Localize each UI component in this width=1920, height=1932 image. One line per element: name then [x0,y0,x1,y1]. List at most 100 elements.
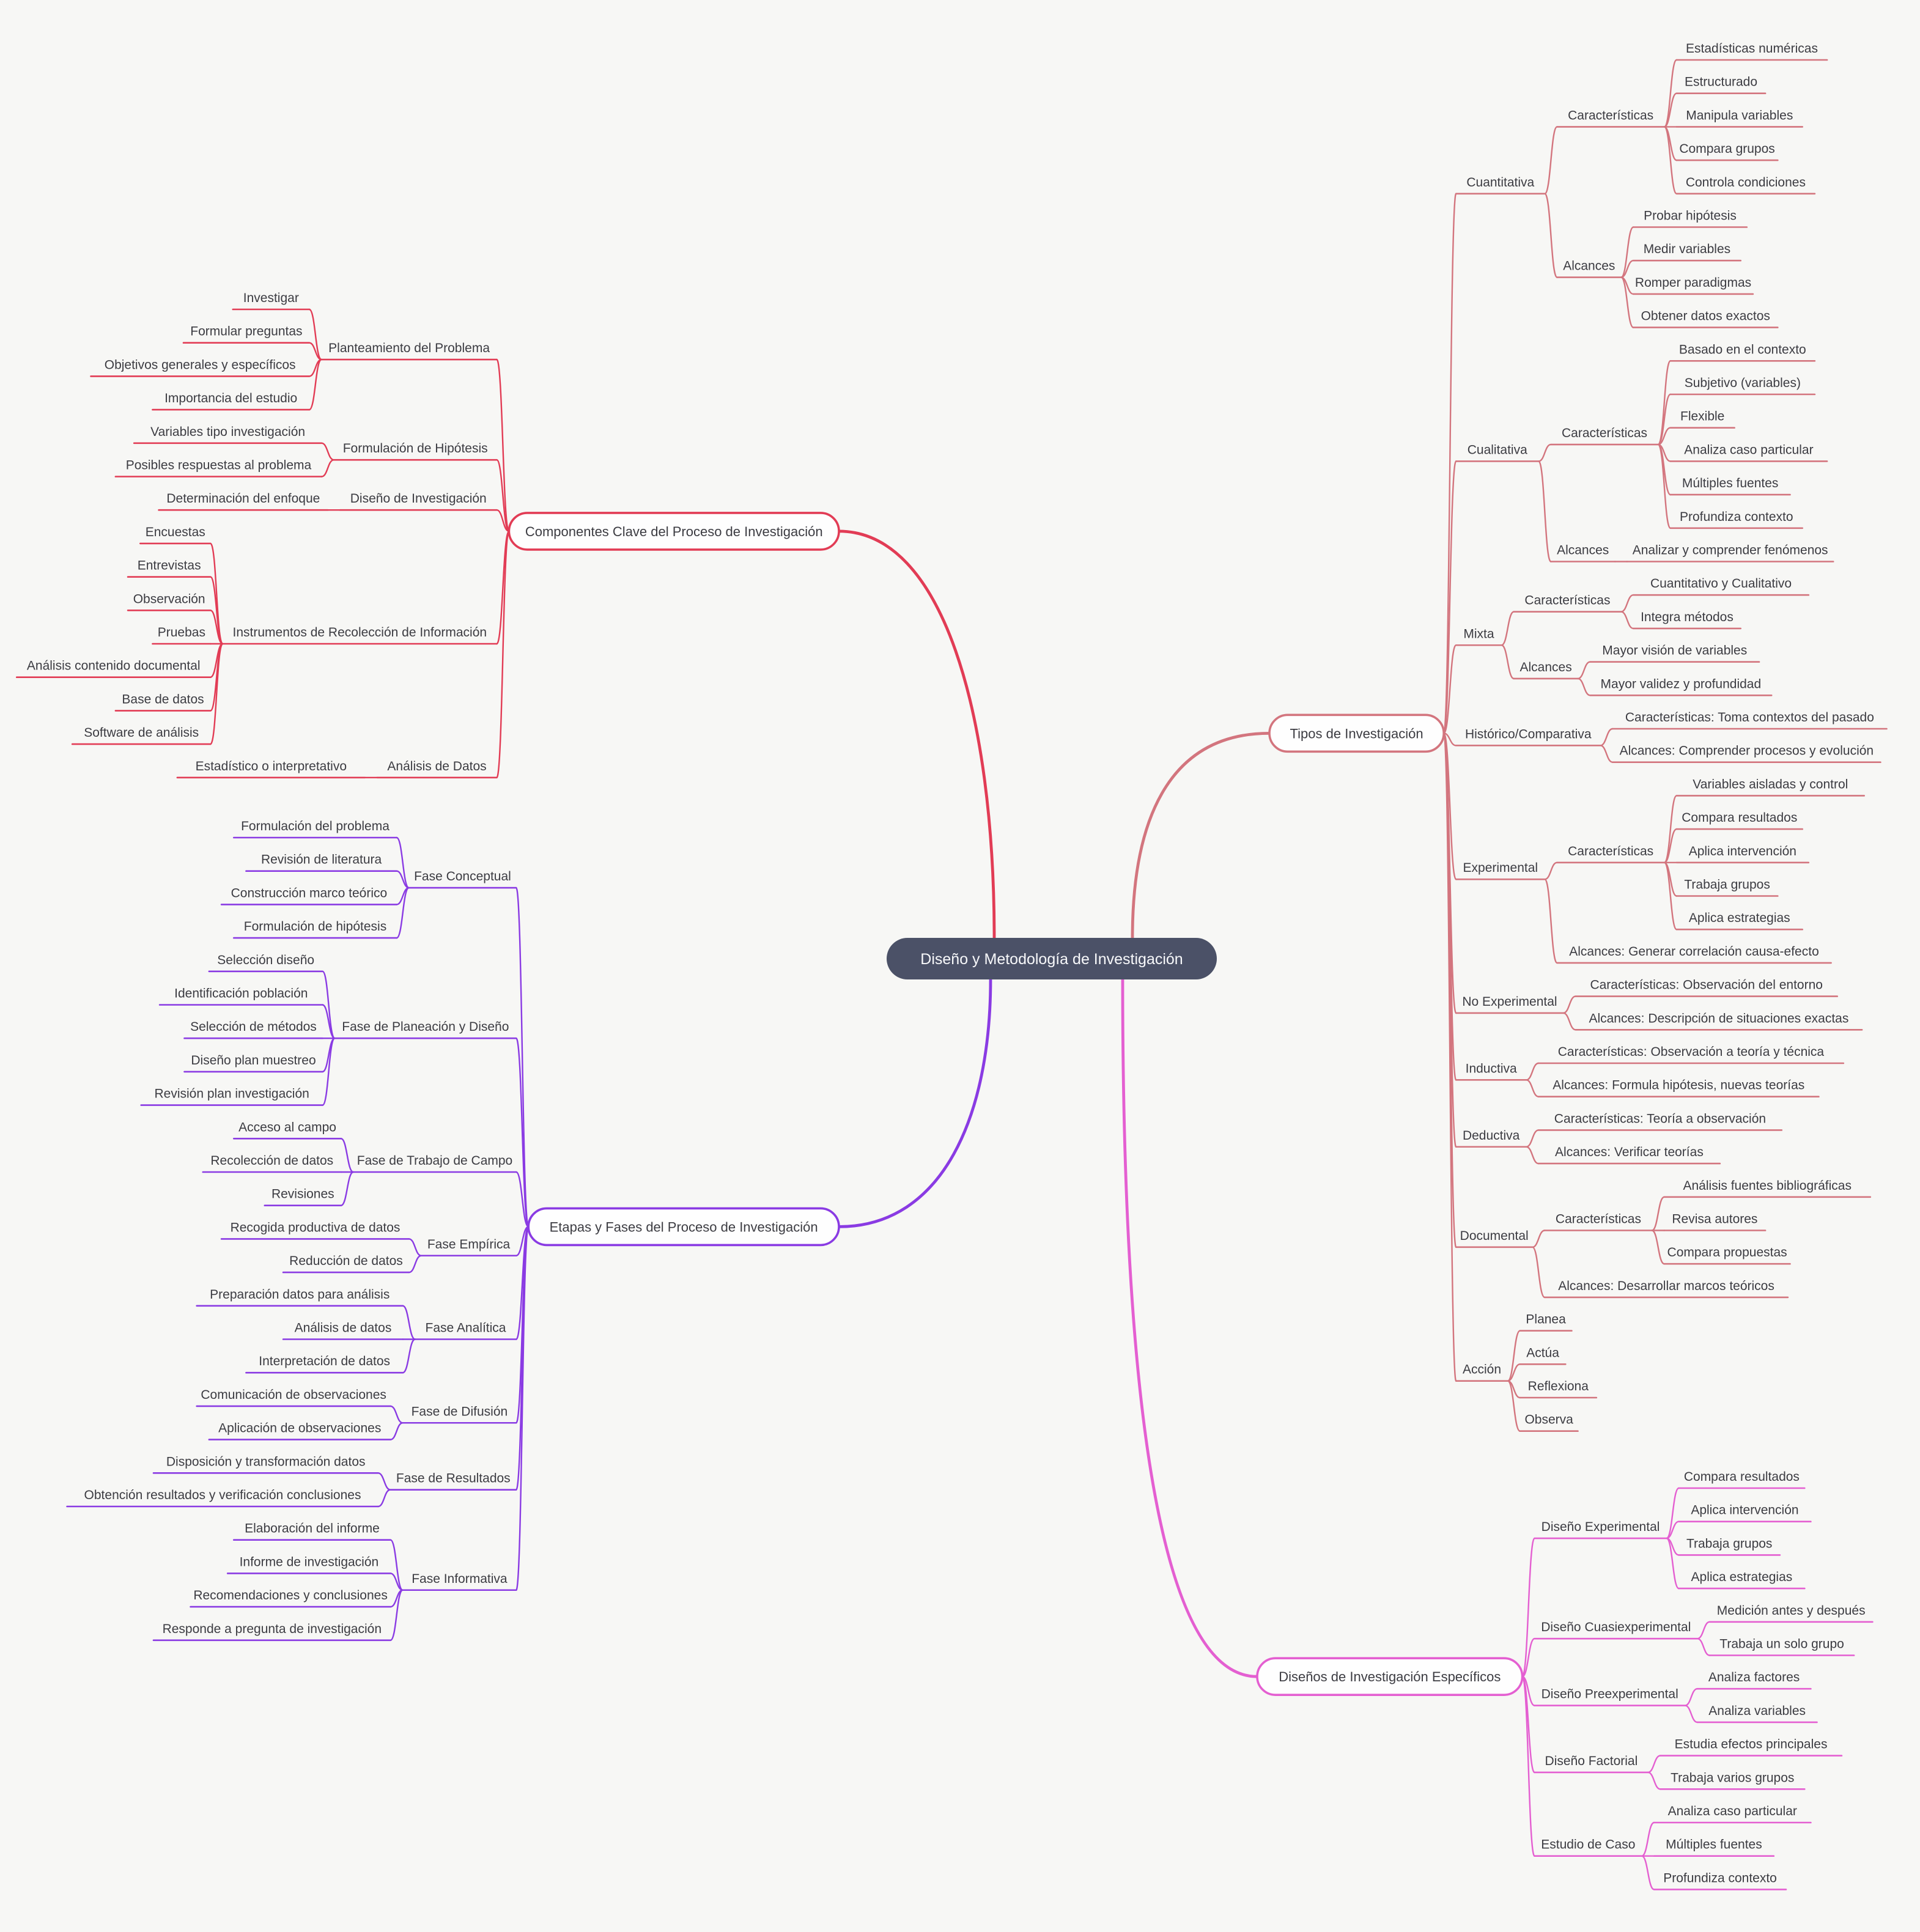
node-label[interactable]: Controla condiciones [1686,175,1806,190]
node-label[interactable]: Disposición y transformación datos [166,1455,366,1469]
node-label[interactable]: Estudio de Caso [1541,1838,1635,1852]
node-label[interactable]: Objetivos generales y específicos [105,358,296,372]
node-label[interactable]: Acceso al campo [238,1120,336,1134]
node-label[interactable]: Comunicación de observaciones [201,1388,386,1402]
node-label[interactable]: Selección diseño [217,953,314,967]
branch-pill[interactable] [1256,1657,1524,1696]
node-label[interactable]: Informe de investigación [240,1555,379,1569]
node-label[interactable]: Múltiples fuentes [1682,476,1779,490]
node-label[interactable]: Profundiza contexto [1663,1871,1777,1885]
node-label[interactable]: Romper paradigmas [1635,276,1751,290]
node-label[interactable]: Documental [1460,1229,1529,1243]
node-label[interactable]: Estadístico o interpretativo [196,759,347,773]
node-label[interactable]: Formular preguntas [190,325,302,339]
node-label[interactable]: Diseño de Investigación [350,492,487,506]
node-label[interactable]: Basado en el contexto [1679,342,1806,356]
node-label[interactable]: Estructurado [1685,75,1757,89]
branch-node-componentes[interactable]: Componentes Clave del Proceso de Investi… [508,512,840,551]
node-label[interactable]: Importancia del estudio [164,391,297,405]
node-label[interactable]: Manipula variables [1686,108,1793,122]
node-label[interactable]: Base de datos [122,692,204,706]
root-pill[interactable] [887,938,1217,979]
node-label[interactable]: Características: Observación a teoría y … [1558,1045,1825,1059]
node-label[interactable]: Alcances [1563,259,1615,273]
node-label[interactable]: Características [1568,844,1653,858]
node-label[interactable]: Analiza variables [1708,1704,1806,1718]
node-label[interactable]: Análisis fuentes bibliográficas [1683,1179,1852,1193]
node-label[interactable]: Características: Observación del entorno [1590,978,1823,992]
node-label[interactable]: Medir variables [1644,242,1730,256]
node-label[interactable]: Aplica estrategias [1691,1570,1793,1584]
node-label[interactable]: Subjetivo (variables) [1685,376,1801,390]
node-label[interactable]: Flexible [1680,410,1724,424]
node-label[interactable]: Trabaja varios grupos [1671,1771,1794,1785]
node-label[interactable]: Fase de Resultados [396,1472,511,1486]
node-label[interactable]: Investigar [243,291,299,305]
node-label[interactable]: Variables tipo investigación [150,425,305,439]
branch-label[interactable]: Tipos de Investigación [1290,726,1423,741]
node-label[interactable]: Histórico/Comparativa [1465,727,1592,741]
branch-node-disenos[interactable]: Diseños de Investigación Específicos [1256,1657,1524,1696]
node-label[interactable]: Interpretación de datos [259,1354,390,1368]
node-label[interactable]: Compara resultados [1684,1470,1800,1484]
node-label[interactable]: Diseño Cuasiexperimental [1541,1620,1691,1634]
node-label[interactable]: Alcances: Generar correlación causa-efec… [1569,945,1819,959]
node-label[interactable]: Reducción de datos [289,1254,403,1268]
node-label[interactable]: Identificación población [174,987,308,1001]
node-label[interactable]: Características [1524,594,1610,608]
node-label[interactable]: Trabaja un solo grupo [1719,1637,1844,1651]
node-label[interactable]: Alcances: Descripción de situaciones exa… [1589,1011,1848,1025]
node-label[interactable]: Experimental [1463,861,1538,875]
node-label[interactable]: Revisa autores [1672,1212,1757,1226]
node-label[interactable]: Planea [1526,1313,1566,1327]
node-label[interactable]: Planteamiento del Problema [328,341,490,355]
node-label[interactable]: Fase Informativa [412,1572,508,1586]
node-label[interactable]: Deductiva [1463,1129,1520,1143]
node-label[interactable]: Fase Analítica [426,1321,506,1335]
node-label[interactable]: Aplicación de observaciones [218,1421,381,1436]
node-label[interactable]: Estadísticas numéricas [1686,42,1818,56]
node-label[interactable]: Recomendaciones y conclusiones [193,1588,388,1602]
node-label[interactable]: Probar hipótesis [1644,209,1737,223]
node-label[interactable]: Alcances: Verificar teorías [1555,1145,1704,1159]
node-label[interactable]: Encuestas [146,525,205,539]
node-label[interactable]: Pruebas [158,625,205,640]
node-label[interactable]: Alcances: Comprender procesos y evolució… [1620,744,1874,758]
node-label[interactable]: Revisiones [271,1187,334,1201]
branch-pill[interactable] [527,1207,840,1247]
node-label[interactable]: Observa [1524,1413,1573,1427]
node-label[interactable]: Cuantitativo y Cualitativo [1650,577,1792,591]
node-label[interactable]: Aplica estrategias [1689,911,1790,925]
node-label[interactable]: Cuantitativa [1466,175,1534,190]
node-label[interactable]: Analiza caso particular [1668,1804,1797,1818]
node-label[interactable]: Actúa [1526,1346,1559,1360]
node-label[interactable]: Entrevistas [138,559,201,573]
branch-node-tipos[interactable]: Tipos de Investigación [1268,713,1446,753]
node-label[interactable]: Trabaja grupos [1686,1536,1772,1550]
node-label[interactable]: Obtención resultados y verificación conc… [84,1488,361,1502]
node-label[interactable]: Características [1556,1212,1641,1226]
node-label[interactable]: Recogida productiva de datos [231,1220,401,1234]
node-label[interactable]: Diseño Preexperimental [1542,1687,1678,1702]
node-label[interactable]: Análisis contenido documental [27,659,201,673]
node-label[interactable]: Trabaja grupos [1684,878,1770,892]
node-label[interactable]: Construcción marco teórico [231,886,388,900]
node-label[interactable]: Alcances [1557,544,1609,558]
node-label[interactable]: Compara grupos [1679,142,1774,156]
node-label[interactable]: Analizar y comprender fenómenos [1633,544,1828,558]
node-label[interactable]: Revisión plan investigación [154,1087,309,1101]
node-label[interactable]: Responde a pregunta de investigación [163,1622,382,1636]
node-label[interactable]: Variables aisladas y control [1693,777,1848,791]
branch-pill[interactable] [508,512,840,551]
node-label[interactable]: Revisión de literatura [261,853,382,867]
node-label[interactable]: Compara resultados [1682,811,1797,825]
node-label[interactable]: Fase de Planeación y Diseño [342,1020,509,1034]
node-label[interactable]: Instrumentos de Recolección de Informaci… [233,625,487,640]
node-label[interactable]: Diseño Factorial [1545,1754,1638,1768]
node-label[interactable]: Alcances: Desarrollar marcos teóricos [1558,1279,1774,1293]
node-label[interactable]: Aplica intervención [1689,844,1796,858]
node-label[interactable]: Analiza factores [1708,1670,1800,1684]
node-label[interactable]: Estudia efectos principales [1675,1738,1828,1752]
root-label[interactable]: Diseño y Metodología de Investigación [920,951,1183,968]
node-label[interactable]: Software de análisis [84,726,199,740]
